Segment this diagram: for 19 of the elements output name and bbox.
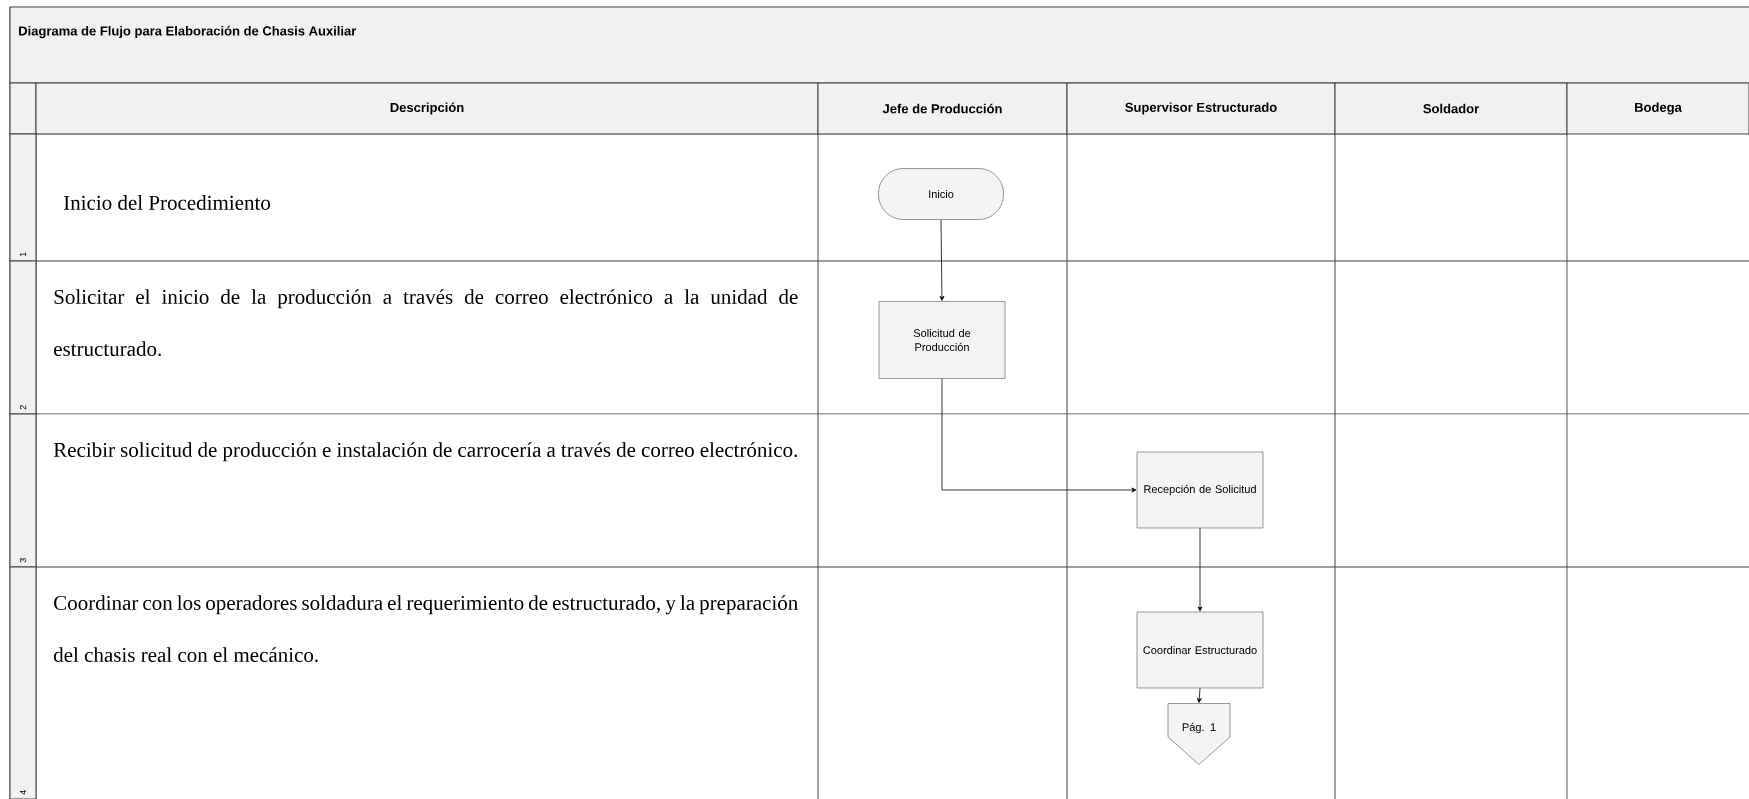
column-header: Bodega xyxy=(1566,82,1749,135)
description-text: Coordinar con los operadores soldadura el requerimiento de estructurado, y la preparación del chasis real con el mecánico. xyxy=(53,595,798,663)
lane-number: 2 xyxy=(9,260,37,415)
process-box: Recepción de Solicitud xyxy=(1136,451,1264,529)
lane-number: 3 xyxy=(9,413,37,568)
description-text: Recibir solicitud de producción e instalación de carrocería a través de correo electrónico. xyxy=(53,442,797,462)
process-box: Coordinar Estructurado xyxy=(1136,611,1264,689)
arrow xyxy=(1196,687,1202,703)
arrow xyxy=(939,219,945,301)
arrow xyxy=(1197,527,1203,612)
column-header: Supervisor Estructurado xyxy=(1066,82,1336,135)
lane-number: 4 xyxy=(9,566,37,799)
description-text: Inicio del Procedimiento xyxy=(63,195,271,210)
process-box: Solicitud de Producción xyxy=(878,301,1006,379)
off-page-connector: Pág. 1 xyxy=(1167,703,1231,765)
column-header: Jefe de Producción xyxy=(817,82,1068,135)
arrow xyxy=(941,378,1137,493)
column-header: Soldador xyxy=(1334,82,1568,135)
description-text: Solicitar el inicio de la producción a través de correo electrónico a la unidad de estructurado. xyxy=(54,289,798,357)
